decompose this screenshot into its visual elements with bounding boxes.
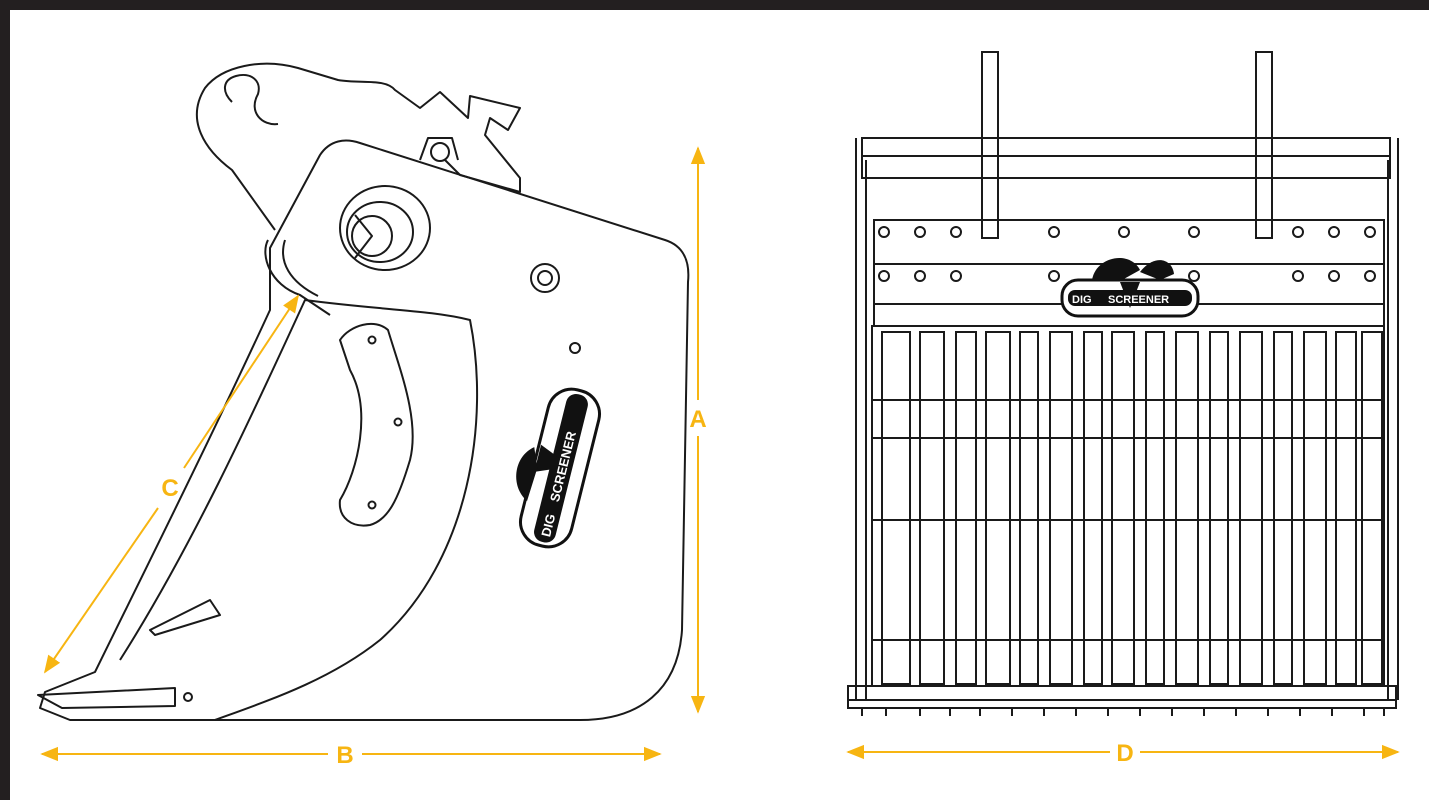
dimension-c-label: C	[161, 475, 178, 502]
side-plate	[39, 139, 690, 721]
fitting-icon	[530, 263, 560, 293]
dimension-a-label: A	[689, 406, 706, 433]
side-view	[37, 62, 690, 721]
coupler-hook	[195, 62, 521, 231]
front-view	[847, 51, 1399, 716]
dimension-b-label: B	[336, 742, 353, 769]
base-bar	[847, 685, 1397, 701]
dimension-lines	[40, 146, 1400, 762]
tooth	[37, 687, 176, 709]
logo-front-word-screener: SCREENER	[1108, 294, 1169, 306]
top-rail	[861, 137, 1391, 157]
diagram-frame	[10, 10, 1429, 800]
dig-screener-logo-front: DIG SCREENER	[1060, 257, 1200, 318]
pivot-ring	[339, 185, 431, 271]
logo-front-word-dig: DIG	[1072, 294, 1092, 306]
dimension-labels: A B C D	[161, 406, 1133, 769]
logo-word-dig: DIG	[538, 512, 558, 538]
mount-bolts	[878, 226, 1376, 282]
dimension-c-line-lower	[43, 507, 159, 674]
mount-plate	[873, 219, 1385, 265]
dig-screener-logo-side: DIG SCREENER	[516, 387, 601, 549]
dimension-c-line-upper	[183, 294, 299, 469]
link-plate	[338, 322, 414, 527]
dimension-d-label: D	[1116, 740, 1133, 767]
